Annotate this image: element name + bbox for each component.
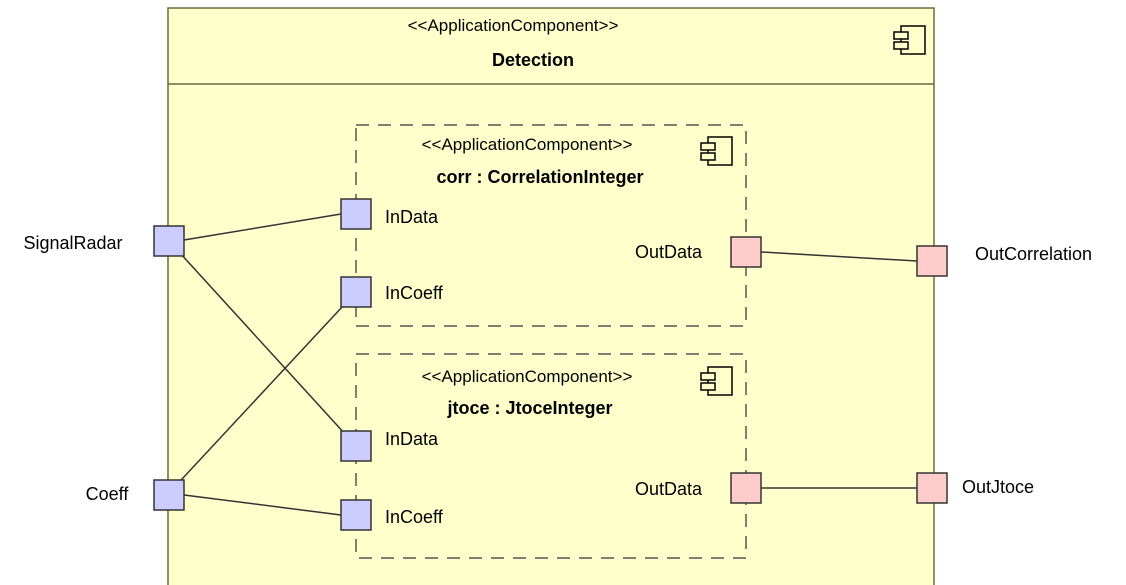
part-jtoce-title: jtoce : JtoceInteger bbox=[446, 398, 612, 418]
part-jtoce-stereotype: <<ApplicationComponent>> bbox=[422, 367, 633, 386]
port-jtoce-indata[interactable]: InData bbox=[340, 429, 439, 462]
port-outcorrelation[interactable]: OutCorrelation bbox=[916, 244, 1092, 277]
port-outcorrelation-label: OutCorrelation bbox=[975, 244, 1092, 264]
port-jtoce-indata-label: InData bbox=[385, 429, 439, 449]
detection-title: Detection bbox=[492, 50, 574, 70]
port-corr-outdata-label: OutData bbox=[635, 242, 703, 262]
port-corr-outdata[interactable]: OutData bbox=[635, 236, 762, 268]
port-signalradar[interactable]: SignalRadar bbox=[23, 225, 185, 257]
component-icon bbox=[700, 366, 733, 396]
port-corr-incoeff[interactable]: InCoeff bbox=[340, 276, 444, 308]
detection-component[interactable]: <<ApplicationComponent>> Detection bbox=[167, 7, 935, 585]
connector-signalradar-corr-indata[interactable] bbox=[183, 213, 342, 241]
port-jtoce-outdata[interactable]: OutData bbox=[635, 472, 762, 504]
connectors bbox=[168, 213, 918, 516]
port-signalradar-label: SignalRadar bbox=[23, 233, 122, 253]
component-icon bbox=[700, 136, 733, 166]
connector-coeff-corr-incoeff[interactable] bbox=[168, 291, 357, 494]
connector-signalradar-jtoce-indata[interactable] bbox=[168, 240, 357, 447]
connector-coeff-jtoce-incoeff[interactable] bbox=[183, 494, 342, 516]
component-icon bbox=[893, 25, 926, 55]
port-outjtoce[interactable]: OutJtoce bbox=[916, 472, 1034, 504]
port-jtoce-outdata-label: OutData bbox=[635, 479, 703, 499]
detection-body bbox=[167, 7, 935, 585]
port-coeff[interactable]: Coeff bbox=[86, 479, 185, 511]
detection-stereotype: <<ApplicationComponent>> bbox=[408, 16, 619, 35]
port-jtoce-incoeff-label: InCoeff bbox=[385, 507, 444, 527]
port-jtoce-incoeff[interactable]: InCoeff bbox=[340, 499, 444, 531]
part-jtoce[interactable]: <<ApplicationComponent>> jtoce : JtoceIn… bbox=[355, 353, 747, 559]
part-corr[interactable]: <<ApplicationComponent>> corr : Correlat… bbox=[355, 124, 747, 327]
port-coeff-label: Coeff bbox=[86, 484, 130, 504]
port-corr-indata-label: InData bbox=[385, 207, 439, 227]
connector-corr-outdata-outcorrelation[interactable] bbox=[760, 251, 918, 262]
part-corr-title: corr : CorrelationInteger bbox=[436, 167, 643, 187]
port-corr-indata[interactable]: InData bbox=[340, 198, 439, 230]
port-outjtoce-label: OutJtoce bbox=[962, 477, 1034, 497]
port-corr-incoeff-label: InCoeff bbox=[385, 283, 444, 303]
part-corr-stereotype: <<ApplicationComponent>> bbox=[422, 135, 633, 154]
